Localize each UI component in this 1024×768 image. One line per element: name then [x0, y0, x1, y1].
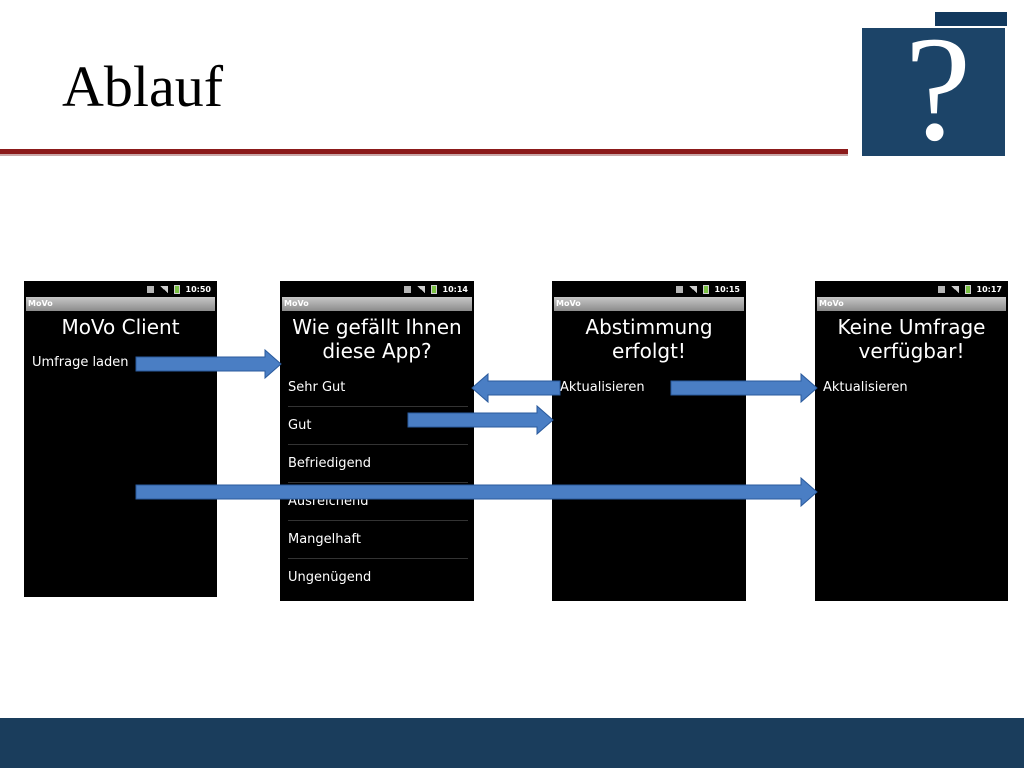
option-befriedigend[interactable]: Befriedigend	[288, 445, 468, 483]
usb-icon	[146, 285, 154, 293]
load-survey-button[interactable]: Umfrage laden	[32, 355, 129, 370]
refresh-button[interactable]: Aktualisieren	[823, 380, 908, 395]
battery-icon	[702, 284, 709, 294]
screen-heading-line-1: Wie gefällt Ihnen	[292, 315, 462, 339]
battery-icon	[964, 284, 971, 294]
status-bar: 10:15	[552, 281, 746, 297]
signal-icon	[159, 285, 168, 293]
arrow-refresh-to-survey	[471, 372, 561, 404]
screen-heading-line-2: diese App?	[322, 339, 432, 363]
screen-heading-line-1: Abstimmung	[585, 315, 713, 339]
option-sehr-gut[interactable]: Sehr Gut	[288, 369, 468, 407]
option-mangelhaft[interactable]: Mangelhaft	[288, 521, 468, 559]
title-underline-shadow	[0, 154, 848, 156]
usb-icon	[675, 285, 683, 293]
status-bar: 10:14	[280, 281, 474, 297]
phone-screen-no-survey: 10:17 MoVo Keine Umfrage verfügbar! Aktu…	[815, 281, 1008, 601]
option-ungenuegend[interactable]: Ungenügend	[288, 570, 372, 585]
signal-icon	[950, 285, 959, 293]
usb-icon	[937, 285, 945, 293]
battery-icon	[430, 284, 437, 294]
slide-title: Ablauf	[62, 54, 224, 119]
arrow-load-to-survey	[135, 348, 282, 380]
status-bar: 10:17	[815, 281, 1008, 297]
phone-screen-survey: 10:14 MoVo Wie gefällt Ihnen diese App? …	[280, 281, 474, 601]
status-time: 10:15	[714, 284, 740, 294]
title-underline	[0, 149, 848, 154]
arrow-start-to-no-survey	[135, 476, 818, 508]
phone-screen-start: 10:50 MoVo MoVo Client Umfrage laden	[24, 281, 217, 597]
screen-heading-line-2: verfügbar!	[858, 339, 965, 363]
app-title-bar: MoVo	[282, 297, 472, 311]
screen-heading-line-1: Keine Umfrage	[837, 315, 986, 339]
status-time: 10:50	[185, 284, 211, 294]
arrow-gut-to-voted	[407, 404, 554, 436]
status-time: 10:14	[442, 284, 468, 294]
option-gut[interactable]: Gut	[288, 407, 468, 445]
usb-icon	[403, 285, 411, 293]
arrow-refresh-to-no-survey	[670, 372, 818, 404]
logo-front-panel	[860, 26, 1007, 158]
footer-bar	[0, 718, 1024, 768]
signal-icon	[688, 285, 697, 293]
screen-heading: MoVo Client	[61, 315, 180, 339]
signal-icon	[416, 285, 425, 293]
question-mark-logo-icon: ?	[904, 6, 972, 172]
status-bar: 10:50	[24, 281, 217, 297]
app-title-bar: MoVo	[554, 297, 744, 311]
refresh-button[interactable]: Aktualisieren	[560, 380, 645, 395]
phone-screen-voted: 10:15 MoVo Abstimmung erfolgt! Aktualisi…	[552, 281, 746, 601]
app-title-bar: MoVo	[817, 297, 1006, 311]
status-time: 10:17	[976, 284, 1002, 294]
battery-icon	[173, 284, 180, 294]
app-title-bar: MoVo	[26, 297, 215, 311]
screen-heading-line-2: erfolgt!	[612, 339, 686, 363]
